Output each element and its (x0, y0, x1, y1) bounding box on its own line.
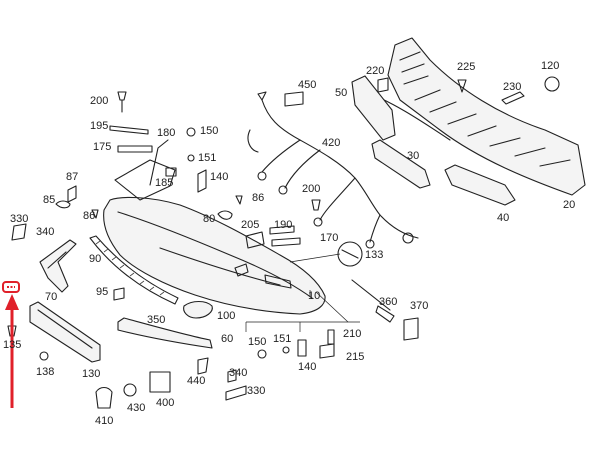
part-label-151-bottom: 151 (273, 333, 291, 345)
part-label-330-bottom: 330 (247, 385, 265, 397)
part-label-420: 420 (322, 137, 340, 149)
part-label-200-right: 200 (302, 183, 320, 195)
grille-part (89, 235, 179, 305)
part-label-120: 120 (541, 60, 559, 72)
lower-trim-part (117, 317, 213, 349)
leader-lines (245, 253, 360, 332)
part-label-70: 70 (45, 291, 57, 303)
part-label-440: 440 (187, 375, 205, 387)
wiring-harness-part (247, 91, 419, 249)
part-label-151-top: 151 (198, 152, 216, 164)
part-label-138: 138 (36, 366, 54, 378)
part-label-450: 450 (298, 79, 316, 91)
part-label-185: 185 (155, 177, 173, 189)
part-label-175: 175 (93, 141, 111, 153)
part-label-40: 40 (497, 212, 509, 224)
license-plate-holder-part (29, 301, 101, 363)
part-labels: 10 20 30 40 50 60 70 80 85 86 86 87 90 9… (3, 60, 575, 427)
part-label-200-left: 200 (90, 95, 108, 107)
part-label-225: 225 (457, 61, 475, 73)
red-arrow-icon (5, 294, 19, 408)
part-label-350: 350 (147, 314, 165, 326)
bumper-cover-part (103, 159, 326, 315)
part-label-410: 410 (95, 415, 113, 427)
part-label-190: 190 (274, 219, 292, 231)
part-label-150-top: 150 (200, 125, 218, 137)
part-label-360: 360 (379, 296, 397, 308)
part-label-340-bottom: 340 (229, 367, 247, 379)
energy-absorber-part (351, 75, 396, 141)
part-label-340-left: 340 (36, 226, 54, 238)
part-label-130: 130 (82, 368, 100, 380)
part-label-95: 95 (96, 286, 108, 298)
part-label-100: 100 (217, 310, 235, 322)
part-label-215: 215 (346, 351, 364, 363)
part-label-180: 180 (157, 127, 175, 139)
part-label-87: 87 (66, 171, 78, 183)
part-label-85: 85 (43, 194, 55, 206)
bumper-bracket-part (444, 164, 516, 206)
part-label-430: 430 (127, 402, 145, 414)
part-label-80: 80 (203, 213, 215, 225)
part-label-170: 170 (320, 232, 338, 244)
part-label-370: 370 (410, 300, 428, 312)
part-label-60: 60 (221, 333, 233, 345)
part-label-135: 135 (3, 339, 21, 351)
part-label-30: 30 (407, 150, 419, 162)
highlight-marker (2, 281, 20, 293)
side-bracket-part (39, 239, 77, 293)
bumper-support-part (371, 139, 431, 189)
part-label-195: 195 (90, 120, 108, 132)
fog-lamp-cover-part (183, 300, 213, 319)
part-label-133: 133 (365, 249, 383, 261)
part-label-140-top: 140 (210, 171, 228, 183)
part-label-230: 230 (503, 81, 521, 93)
part-label-330-left: 330 (10, 213, 28, 225)
impact-bar-part (359, 37, 586, 196)
part-label-86-left: 86 (83, 210, 95, 222)
part-label-86-right: 86 (252, 192, 264, 204)
part-label-210: 210 (343, 328, 361, 340)
part-label-400: 400 (156, 397, 174, 409)
part-label-205: 205 (241, 219, 259, 231)
part-label-150-bottom: 150 (248, 336, 266, 348)
part-label-10: 10 (308, 290, 320, 302)
part-label-90: 90 (89, 253, 101, 265)
part-label-50: 50 (335, 87, 347, 99)
part-label-20: 20 (563, 199, 575, 211)
part-label-140-bottom: 140 (298, 361, 316, 373)
part-label-220: 220 (366, 65, 384, 77)
